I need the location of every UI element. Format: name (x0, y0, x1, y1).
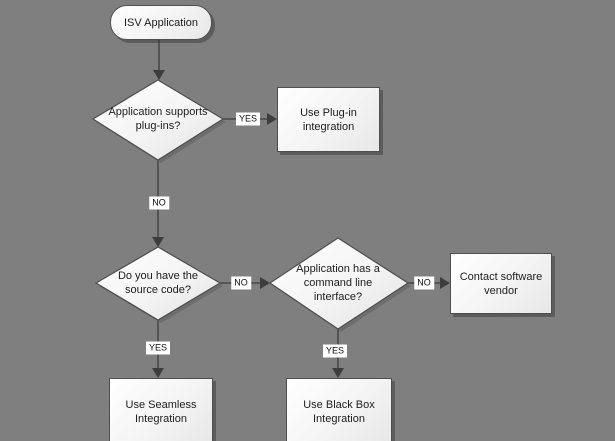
edge-label-cli-no: NO (414, 276, 434, 290)
arrowhead-right (440, 277, 450, 289)
edge-label-source-yes: YES (145, 341, 171, 355)
arrowhead-right (267, 113, 277, 125)
node-cli-decision-label: Application has a command line interface… (296, 263, 380, 303)
node-seamless-box: Use Seamless Integration (109, 378, 213, 441)
node-plugins-decision-label: Application supports plug-ins? (108, 106, 208, 132)
arrowhead-down (332, 368, 344, 378)
decision-source-shape (94, 246, 222, 321)
edge-label-plugins-yes: YES (235, 112, 261, 126)
edge-label-plugins-no: NO (149, 196, 169, 210)
node-source-decision-label: Do you have the source code? (117, 270, 199, 296)
edge-label-cli-yes: YES (322, 344, 348, 358)
arrowhead-down (153, 70, 165, 80)
node-blackbox-box: Use Black Box Integration (286, 378, 392, 441)
node-start: ISV Application (110, 5, 212, 40)
decision-plugins-shape (91, 79, 225, 161)
arrowhead-down (152, 368, 164, 378)
arrowhead-right (260, 277, 270, 289)
node-plugin-box: Use Plug-in integration (277, 87, 380, 152)
edge-label-source-no: NO (231, 276, 251, 290)
node-start-label: ISV Application (124, 16, 198, 29)
decision-cli-shape (268, 237, 410, 330)
arrowhead-down (152, 237, 164, 247)
node-vendor-box: Contact software vendor (450, 253, 552, 314)
